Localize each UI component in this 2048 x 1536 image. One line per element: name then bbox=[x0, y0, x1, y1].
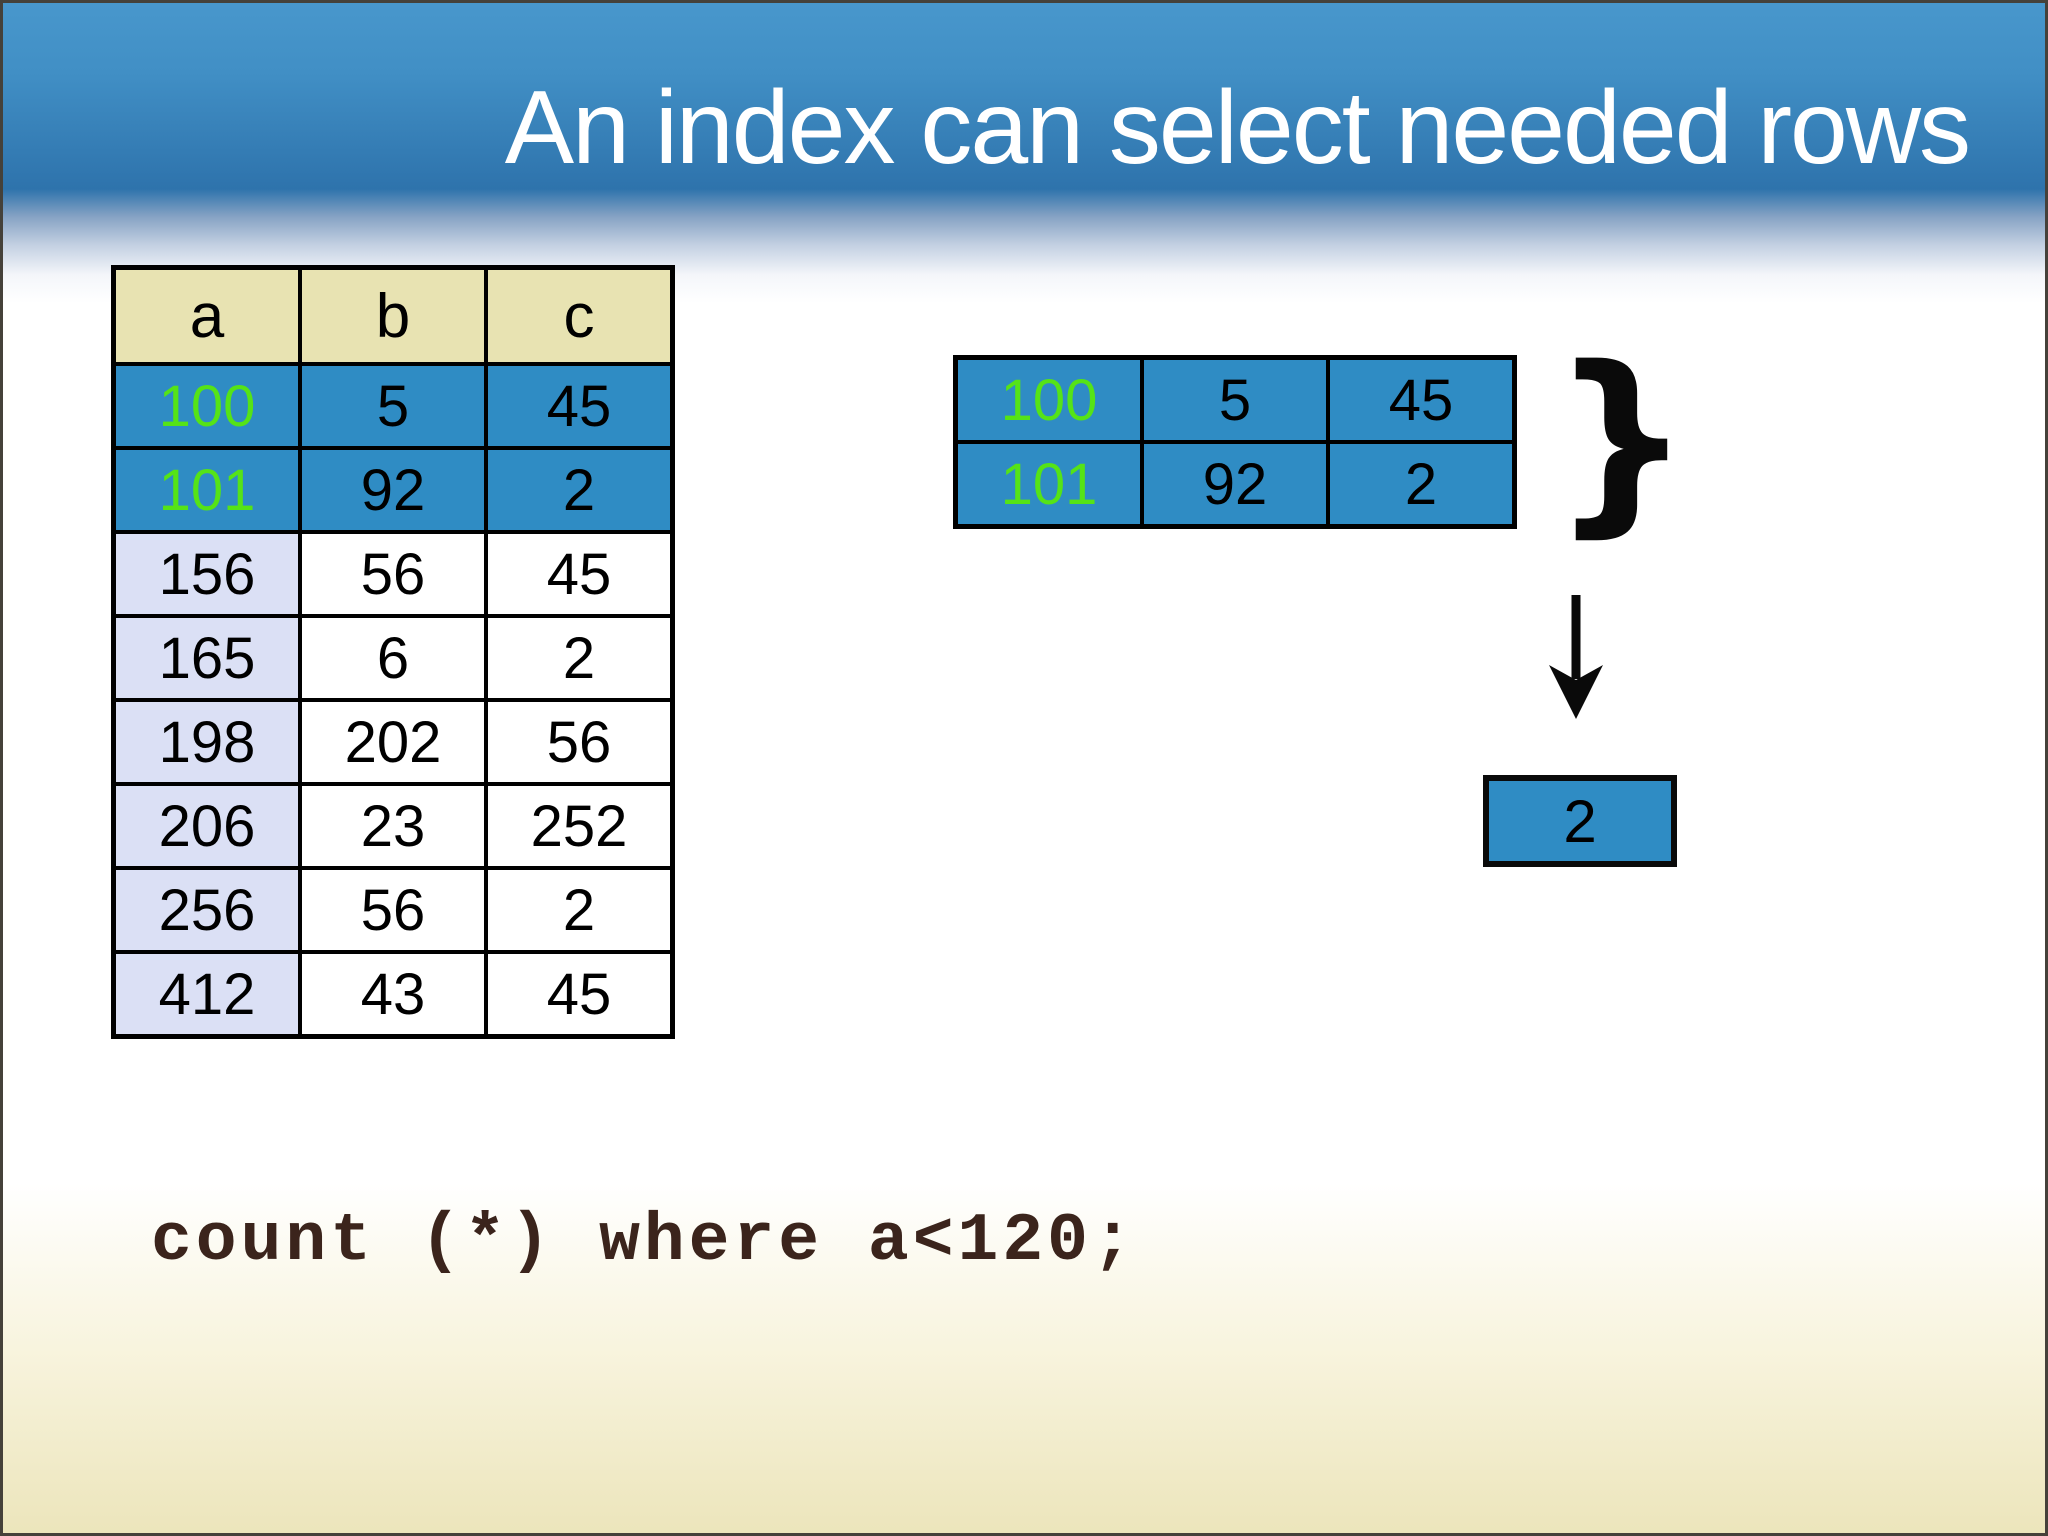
table-cell: 252 bbox=[484, 782, 675, 870]
table-cell: 45 bbox=[1326, 355, 1517, 444]
table-cell: 165 bbox=[111, 614, 302, 702]
table-header-row: a b c bbox=[111, 265, 675, 366]
table-cell: 2 bbox=[484, 866, 675, 954]
result-box: 2 bbox=[1483, 775, 1677, 867]
table-cell: 45 bbox=[484, 950, 675, 1039]
table-row: 412 43 45 bbox=[111, 950, 675, 1039]
column-header-c: c bbox=[484, 265, 675, 366]
table-cell: 100 bbox=[111, 362, 302, 450]
table-row: 198 202 56 bbox=[111, 698, 675, 786]
page-title: An index can select needed rows bbox=[504, 70, 1971, 186]
table-row: 256 56 2 bbox=[111, 866, 675, 954]
table-cell: 206 bbox=[111, 782, 302, 870]
table-cell: 92 bbox=[1140, 440, 1330, 529]
column-header-a: a bbox=[111, 265, 302, 366]
table-cell: 45 bbox=[484, 362, 675, 450]
table-cell: 45 bbox=[484, 530, 675, 618]
table-cell: 2 bbox=[1326, 440, 1517, 529]
table-row: 156 56 45 bbox=[111, 530, 675, 618]
table-cell: 92 bbox=[298, 446, 488, 534]
table-cell: 202 bbox=[298, 698, 488, 786]
data-table: a b c 100 5 45 101 92 2 156 56 45 165 bbox=[111, 265, 675, 1039]
table-cell: 101 bbox=[953, 440, 1144, 529]
table-cell: 56 bbox=[484, 698, 675, 786]
table-cell: 5 bbox=[298, 362, 488, 450]
table-cell: 56 bbox=[298, 866, 488, 954]
query-code: count (*) where a<120; bbox=[151, 1203, 1137, 1280]
selected-rows-table: 100 5 45 101 92 2 bbox=[953, 355, 1517, 529]
table-cell: 256 bbox=[111, 866, 302, 954]
table-cell: 101 bbox=[111, 446, 302, 534]
selected-row: 100 5 45 bbox=[953, 355, 1517, 444]
table-row-highlighted: 101 92 2 bbox=[111, 446, 675, 534]
table-cell: 2 bbox=[484, 446, 675, 534]
table-cell: 412 bbox=[111, 950, 302, 1039]
result-value: 2 bbox=[1563, 787, 1597, 855]
table-cell: 56 bbox=[298, 530, 488, 618]
table-cell: 2 bbox=[484, 614, 675, 702]
selected-row: 101 92 2 bbox=[953, 440, 1517, 529]
table-cell: 6 bbox=[298, 614, 488, 702]
table-cell: 23 bbox=[298, 782, 488, 870]
table-cell: 156 bbox=[111, 530, 302, 618]
table-cell: 5 bbox=[1140, 355, 1330, 444]
table-row-highlighted: 100 5 45 bbox=[111, 362, 675, 450]
table-cell: 43 bbox=[298, 950, 488, 1039]
table-cell: 198 bbox=[111, 698, 302, 786]
table-row: 206 23 252 bbox=[111, 782, 675, 870]
table-row: 165 6 2 bbox=[111, 614, 675, 702]
down-arrow-icon bbox=[1549, 595, 1603, 719]
curly-brace-glyph: } bbox=[1551, 324, 1692, 555]
column-header-b: b bbox=[298, 265, 488, 366]
table-cell: 100 bbox=[953, 355, 1144, 444]
